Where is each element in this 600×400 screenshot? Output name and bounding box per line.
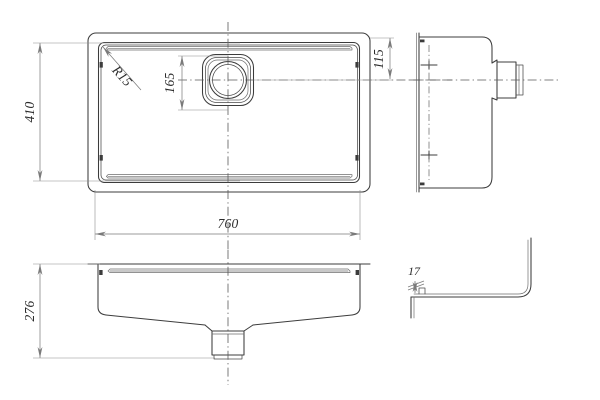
rim-detail-notch xyxy=(418,287,426,295)
dim-17-tick-a xyxy=(407,280,425,288)
front-bottom-slope-right xyxy=(252,314,353,326)
front-right-wall xyxy=(351,263,361,316)
plan-outer-rim xyxy=(87,32,371,193)
plan-bowl-opening xyxy=(97,41,361,184)
dim-115-text: 115 xyxy=(371,49,386,69)
side-body-top xyxy=(418,36,493,64)
dim-410-text: 410 xyxy=(22,102,37,123)
front-view: 276 xyxy=(22,250,371,385)
dim-276-text: 276 xyxy=(22,301,37,322)
side-view: 115 xyxy=(370,32,560,193)
front-bottom-slope-left xyxy=(105,314,206,326)
rim-detail-profile-inner xyxy=(413,239,529,295)
front-clip-right xyxy=(355,270,359,275)
plan-bottom-ledge-strip xyxy=(106,174,353,179)
front-left-wall xyxy=(97,263,107,316)
plan-clip-left-bottom xyxy=(99,155,103,161)
plan-clip-left-top xyxy=(99,62,103,68)
side-body-bottom xyxy=(418,97,493,189)
plan-view: 410 760 165 R15 xyxy=(22,22,452,250)
dim-165-text: 165 xyxy=(162,73,177,94)
front-clip-left xyxy=(99,270,103,275)
rim-detail-profile xyxy=(410,237,532,298)
plan-clip-right-top xyxy=(355,62,359,68)
side-clip-bottom xyxy=(420,182,425,186)
rim-detail-view: 17 xyxy=(407,237,532,319)
dim-r15-leader xyxy=(102,46,142,91)
dim-760-text: 760 xyxy=(218,216,239,231)
plan-clip-right-bottom xyxy=(355,155,359,161)
plan-bowl-inner-edge xyxy=(100,44,358,181)
side-clip-top xyxy=(420,39,425,43)
dim-r15-text: R15 xyxy=(109,62,136,89)
dim-17-tick-b xyxy=(407,283,425,291)
front-ledge-strip xyxy=(107,268,351,273)
dim-17-text: 17 xyxy=(408,264,421,278)
front-waste-cone xyxy=(204,324,254,332)
